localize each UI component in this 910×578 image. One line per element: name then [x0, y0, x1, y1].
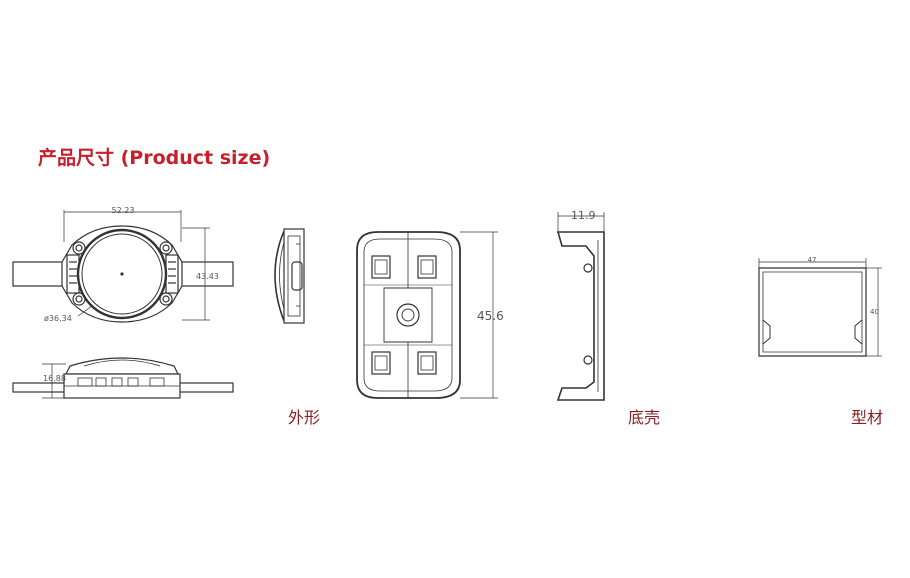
dim-module-height: 43.43 — [196, 272, 219, 281]
caption-appearance: 外形 — [288, 408, 321, 427]
caption-profile: 型材 — [851, 408, 884, 427]
module-profile-view — [274, 228, 305, 324]
dim-lens-diameter: ø36.34 — [44, 314, 72, 323]
caption-base: 底壳 — [628, 408, 661, 427]
base-side-view — [556, 212, 605, 401]
dim-module-thickness: 16.88 — [43, 374, 66, 383]
profile-section-view — [758, 258, 882, 357]
module-front-view — [12, 210, 234, 323]
dim-base-depth: 11.9 — [571, 209, 596, 222]
module-side-view — [12, 357, 234, 399]
dim-base-length: 45.6 — [477, 309, 504, 323]
page-title: 产品尺寸 (Product size) — [38, 147, 271, 169]
dim-module-width: 52.23 — [112, 206, 135, 215]
base-top-view — [356, 231, 498, 399]
dim-profile-width: 47 — [808, 256, 817, 264]
dim-profile-height: 40 — [870, 308, 879, 316]
